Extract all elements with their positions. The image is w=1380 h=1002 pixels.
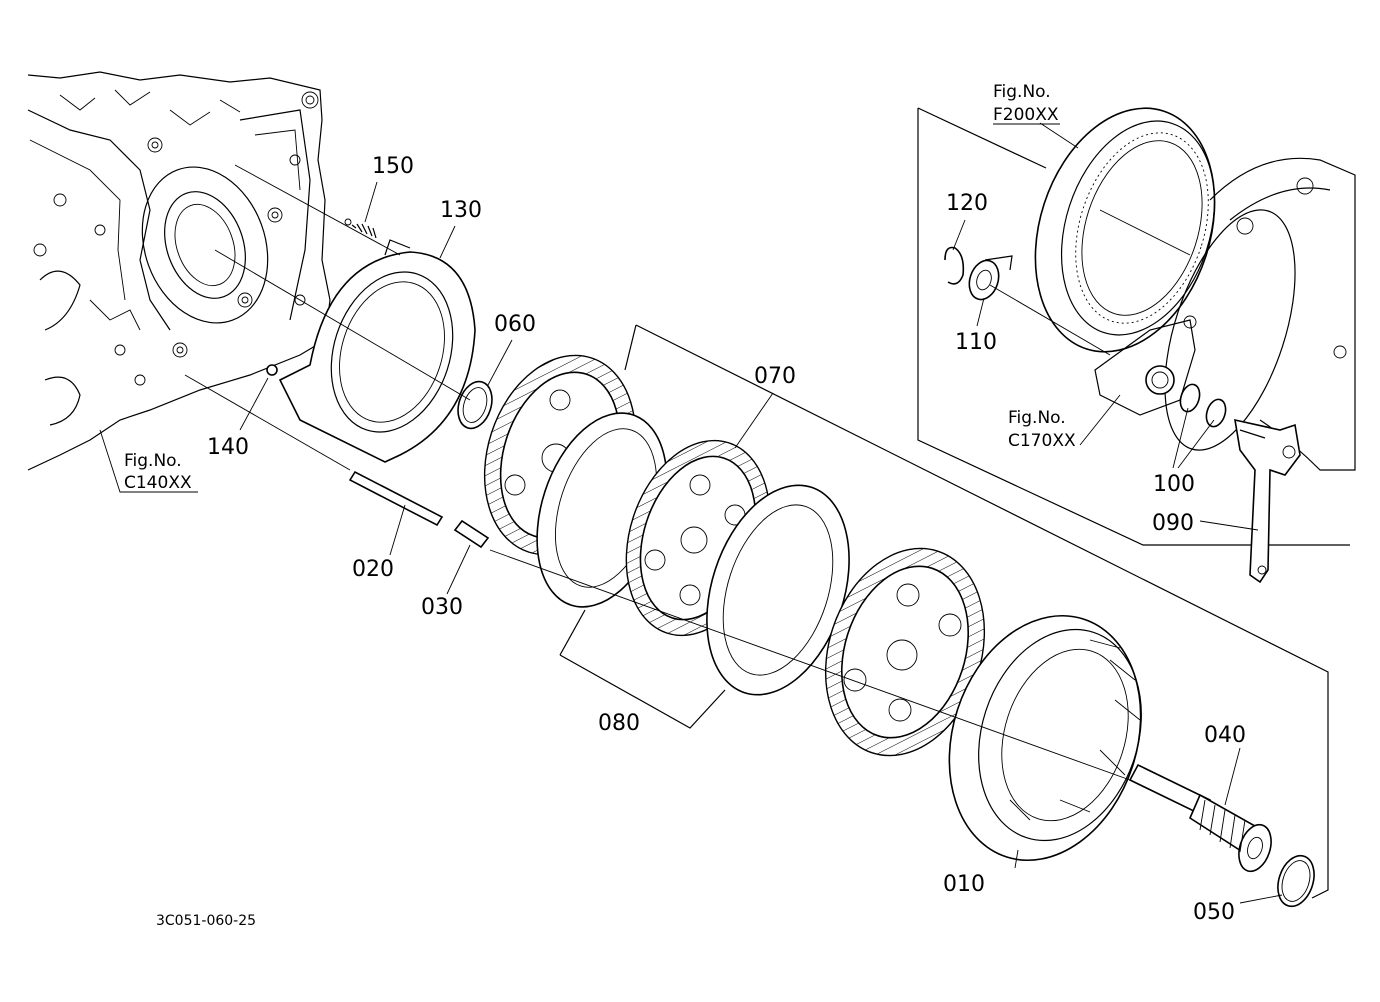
fig-reference-c140: Fig.No. C140XX	[124, 451, 192, 493]
o-rings-100	[1179, 383, 1227, 428]
label-050: 050	[1193, 900, 1235, 925]
fig-reference-f200: Fig.No. F200XX	[993, 82, 1060, 125]
brake-lever	[1234, 418, 1301, 584]
label-080: 080	[598, 711, 640, 736]
pin-030	[453, 519, 490, 549]
label-120: 120	[946, 191, 988, 216]
label-150: 150	[372, 154, 414, 179]
ring-gear	[1034, 107, 1216, 353]
label-100: 100	[1153, 472, 1195, 497]
label-010: 010	[943, 872, 985, 897]
label-020: 020	[352, 557, 394, 582]
snap-ring-120	[944, 246, 965, 285]
label-130: 130	[440, 198, 482, 223]
ref-c170-line2: C170XX	[1008, 431, 1076, 451]
label-090: 090	[1152, 511, 1194, 536]
ball-140	[266, 364, 278, 376]
assembly-lines	[184, 164, 1329, 899]
label-110: 110	[955, 330, 997, 355]
transmission-housing	[27, 71, 331, 471]
fig-reference-c170: Fig.No. C170XX	[1008, 408, 1076, 451]
label-030: 030	[421, 595, 463, 620]
ref-c140-line2: C140XX	[124, 473, 192, 493]
label-070: 070	[754, 364, 796, 389]
rod-020	[348, 470, 444, 527]
shaft-040	[1128, 763, 1272, 873]
ref-f200-line2: F200XX	[993, 105, 1059, 125]
ref-c140-line1: Fig.No.	[124, 451, 182, 471]
snap-ring-060	[457, 380, 493, 430]
label-140: 140	[207, 435, 249, 460]
piston-010	[948, 614, 1142, 862]
brake-cover-130	[278, 239, 476, 463]
collar-110	[968, 255, 1013, 301]
friction-disc-3	[824, 547, 986, 757]
label-040: 040	[1204, 723, 1246, 748]
o-ring-050	[1277, 854, 1315, 908]
ref-c170-line1: Fig.No.	[1008, 408, 1066, 428]
ref-f200-line1: Fig.No.	[993, 82, 1051, 102]
spring-150	[344, 218, 377, 239]
label-060: 060	[494, 312, 536, 337]
drawing-code: 3C051-060-25	[156, 913, 256, 929]
part-labels: 150 130 060 070 140 020 030 080 120 110 …	[207, 154, 1246, 925]
leader-lines	[99, 122, 1283, 904]
